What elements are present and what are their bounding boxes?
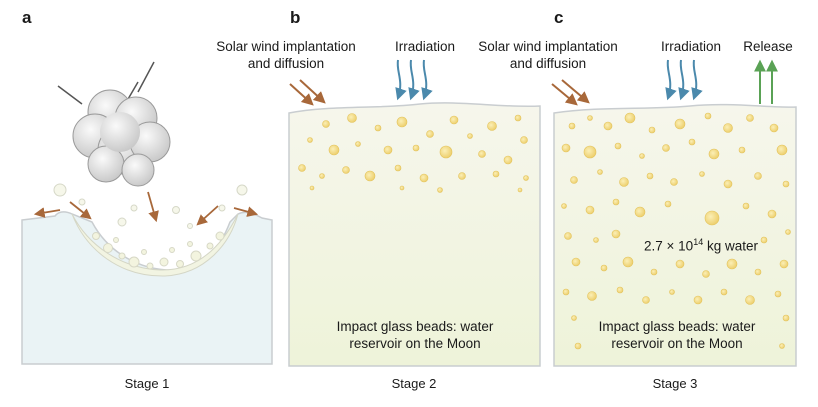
panel-c-release-arrows-icon — [754, 59, 778, 104]
panel-b-solar-wind-label: Solar wind implantation and diffusion — [196, 38, 376, 72]
ejected-droplets — [53, 183, 248, 229]
crater-beads — [92, 231, 225, 270]
panel-c-irradiation-arrows-icon — [665, 59, 703, 101]
panel-c-caption-line1: Impact glass beads: water — [598, 319, 756, 334]
panel-a-letter: a — [22, 8, 32, 27]
panel-c-solar-wind-arrows-icon — [551, 79, 590, 106]
panel-c-caption: Impact glass beads: water reservoir on t… — [562, 318, 792, 352]
water-amount-mantissa: 2.7 × 10 — [644, 238, 694, 254]
panel-c-caption-line2: reservoir on the Moon — [611, 336, 743, 351]
panel-b-irradiation-arrows-icon — [395, 59, 433, 101]
water-amount-exponent: 14 — [693, 237, 704, 247]
stage-2-label: Stage 2 — [391, 376, 437, 391]
panel-b-solar-wind-line1: Solar wind implantation — [216, 39, 356, 54]
panel-b-caption: Impact glass beads: water reservoir on t… — [300, 318, 530, 352]
panel-c-solar-wind-line1: Solar wind implantation — [478, 39, 618, 54]
stage-3-label: Stage 3 — [652, 376, 698, 391]
panel-c-irradiation-label: Irradiation — [660, 39, 722, 54]
panel-b-caption-line1: Impact glass beads: water — [336, 319, 494, 334]
panel-c-solar-wind-line2: and diffusion — [509, 56, 587, 71]
water-amount-label: 2.7 × 1014 kg water — [626, 234, 776, 255]
panel-c-regolith — [553, 103, 797, 367]
impact-cloud-icon — [57, 61, 171, 187]
impact-arrows — [33, 191, 259, 226]
panel-b-beads — [298, 113, 529, 193]
panel-b-irradiation-label: Irradiation — [394, 39, 456, 54]
stage-1-label: Stage 1 — [124, 376, 170, 391]
panel-c-letter: c — [554, 8, 564, 27]
panel-c-solar-wind-label: Solar wind implantation and diffusion — [458, 38, 638, 72]
panel-a-ground — [21, 211, 273, 365]
panel-c-beads — [561, 112, 791, 350]
water-amount-unit: kg water — [703, 238, 758, 254]
panel-b-solar-wind-arrows-icon — [289, 79, 326, 106]
panel-b-caption-line2: reservoir on the Moon — [349, 336, 481, 351]
panel-b-regolith — [288, 102, 541, 367]
panel-c-release-label: Release — [743, 39, 793, 54]
panel-b-letter: b — [290, 8, 301, 27]
panel-b-solar-wind-line2: and diffusion — [247, 56, 325, 71]
